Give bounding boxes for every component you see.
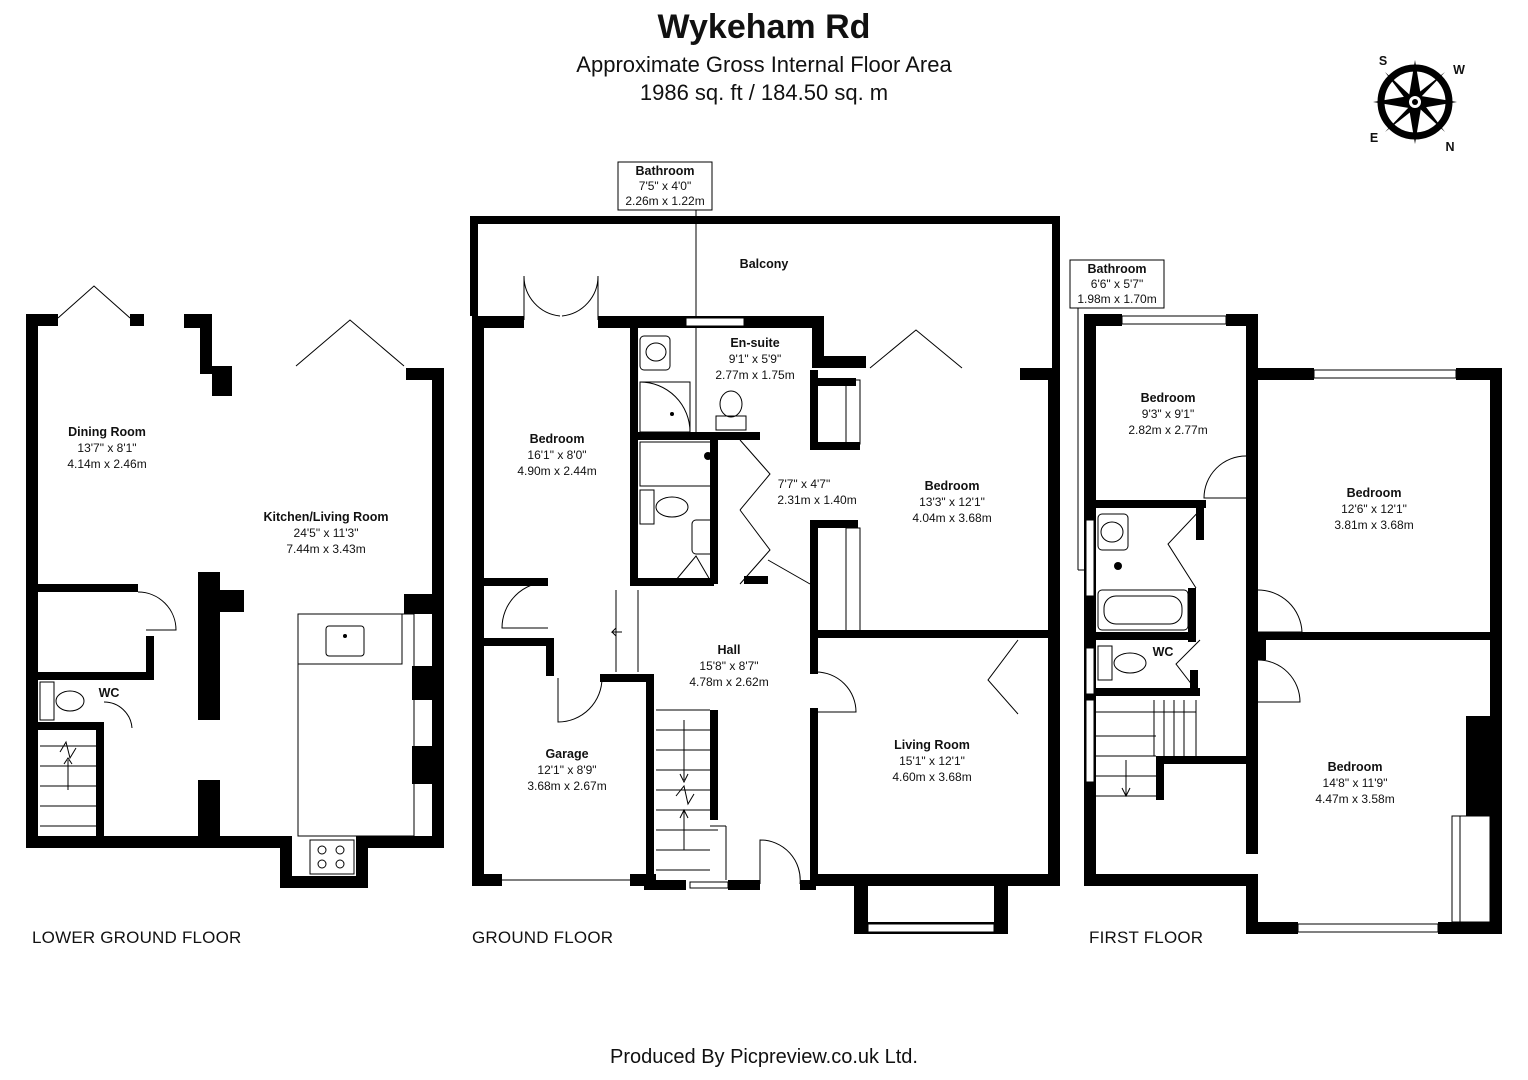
gf-bedroom-left-name: Bedroom: [530, 432, 585, 446]
gf-living-name: Living Room: [894, 738, 970, 752]
gf-closet-imperial: 7'7" x 4'7": [778, 477, 830, 491]
ff-bathroom-imperial: 6'6" x 5'7": [1091, 277, 1143, 291]
ff-bathroom-name: Bathroom: [1087, 262, 1146, 276]
gf-ensuite-metric: 2.77m x 1.75m: [715, 368, 794, 382]
gf-bedroom-right-metric: 4.04m x 3.68m: [912, 511, 991, 525]
lg-dining-imperial: 13'7" x 8'1": [77, 441, 136, 455]
compass-n-label: N: [1445, 140, 1454, 154]
lg-kitchen-metric: 7.44m x 3.43m: [286, 542, 365, 556]
gf-ensuite-imperial: 9'1" x 5'9": [729, 352, 781, 366]
ff-bathroom-metric: 1.98m x 1.70m: [1077, 292, 1156, 306]
gf-garage-name: Garage: [545, 747, 588, 761]
gf-bedroom-right-imperial: 13'3" x 12'1": [919, 495, 985, 509]
lg-kitchen-name: Kitchen/Living Room: [264, 510, 389, 524]
ff-bedroom-right-imperial: 12'6" x 12'1": [1341, 502, 1407, 516]
plan-area: 1986 sq. ft / 184.50 sq. m: [639, 80, 889, 105]
gf-closet-metric: 2.31m x 1.40m: [777, 493, 856, 507]
ff-bedroom-bottom-name: Bedroom: [1328, 760, 1383, 774]
ff-wc-name: WC: [1153, 645, 1174, 659]
producer-credit: Produced By Picpreview.co.uk Ltd.: [610, 1046, 918, 1068]
plan-title: Wykeham Rd: [657, 8, 871, 46]
gf-ensuite-name: En-suite: [730, 336, 779, 350]
gf-garage-metric: 3.68m x 2.67m: [527, 779, 606, 793]
gf-living-metric: 4.60m x 3.68m: [892, 770, 971, 784]
gf-bedroom-right-name: Bedroom: [925, 479, 980, 493]
gf-bathroom-imperial: 7'5" x 4'0": [639, 179, 691, 193]
lg-dining-metric: 4.14m x 2.46m: [67, 457, 146, 471]
compass-e-label: E: [1370, 131, 1378, 145]
first-floor-plan: Bathroom 6'6" x 5'7" 1.98m x 1.70m: [1069, 259, 1502, 934]
lower-ground-floor-plan: Dining Room 13'7" x 8'1" 4.14m x 2.46m K…: [26, 285, 444, 888]
gf-bedroom-left-imperial: 16'1" x 8'0": [527, 448, 586, 462]
plan-subtitle: Approximate Gross Internal Floor Area: [576, 52, 952, 77]
gf-bathroom-name: Bathroom: [635, 164, 694, 178]
lower-ground-floor-label: LOWER GROUND FLOOR: [32, 928, 242, 947]
gf-garage-imperial: 12'1" x 8'9": [537, 763, 596, 777]
ff-bedroom-right-name: Bedroom: [1347, 486, 1402, 500]
ff-bedroom-bottom-metric: 4.47m x 3.58m: [1315, 792, 1394, 806]
gf-hall-metric: 4.78m x 2.62m: [689, 675, 768, 689]
ff-bedroom-right-metric: 3.81m x 3.68m: [1334, 518, 1413, 532]
ff-bedroom-small-name: Bedroom: [1141, 391, 1196, 405]
gf-balcony-name: Balcony: [740, 257, 789, 271]
gf-bathroom-metric: 2.26m x 1.22m: [625, 194, 704, 208]
ff-bedroom-small-metric: 2.82m x 2.77m: [1128, 423, 1207, 437]
gf-hall-name: Hall: [718, 643, 741, 657]
gf-hall-imperial: 15'8" x 8'7": [699, 659, 758, 673]
lg-kitchen-imperial: 24'5" x 11'3": [294, 526, 359, 540]
compass-icon: S W E N: [1370, 54, 1465, 154]
compass-w-label: W: [1453, 63, 1465, 77]
lg-dining-name: Dining Room: [68, 425, 146, 439]
gf-bedroom-left-metric: 4.90m x 2.44m: [517, 464, 596, 478]
ff-bedroom-small-imperial: 9'3" x 9'1": [1142, 407, 1194, 421]
ground-floor-plan: Bathroom 7'5" x 4'0" 2.26m x 1.22m: [470, 161, 1060, 934]
ff-bedroom-bottom-imperial: 14'8" x 11'9": [1323, 776, 1388, 790]
gf-living-imperial: 15'1" x 12'1": [899, 754, 965, 768]
compass-s-label: S: [1379, 54, 1387, 68]
first-floor-label: FIRST FLOOR: [1089, 928, 1204, 947]
ground-floor-label: GROUND FLOOR: [472, 928, 614, 947]
lg-wc-name: WC: [99, 686, 120, 700]
